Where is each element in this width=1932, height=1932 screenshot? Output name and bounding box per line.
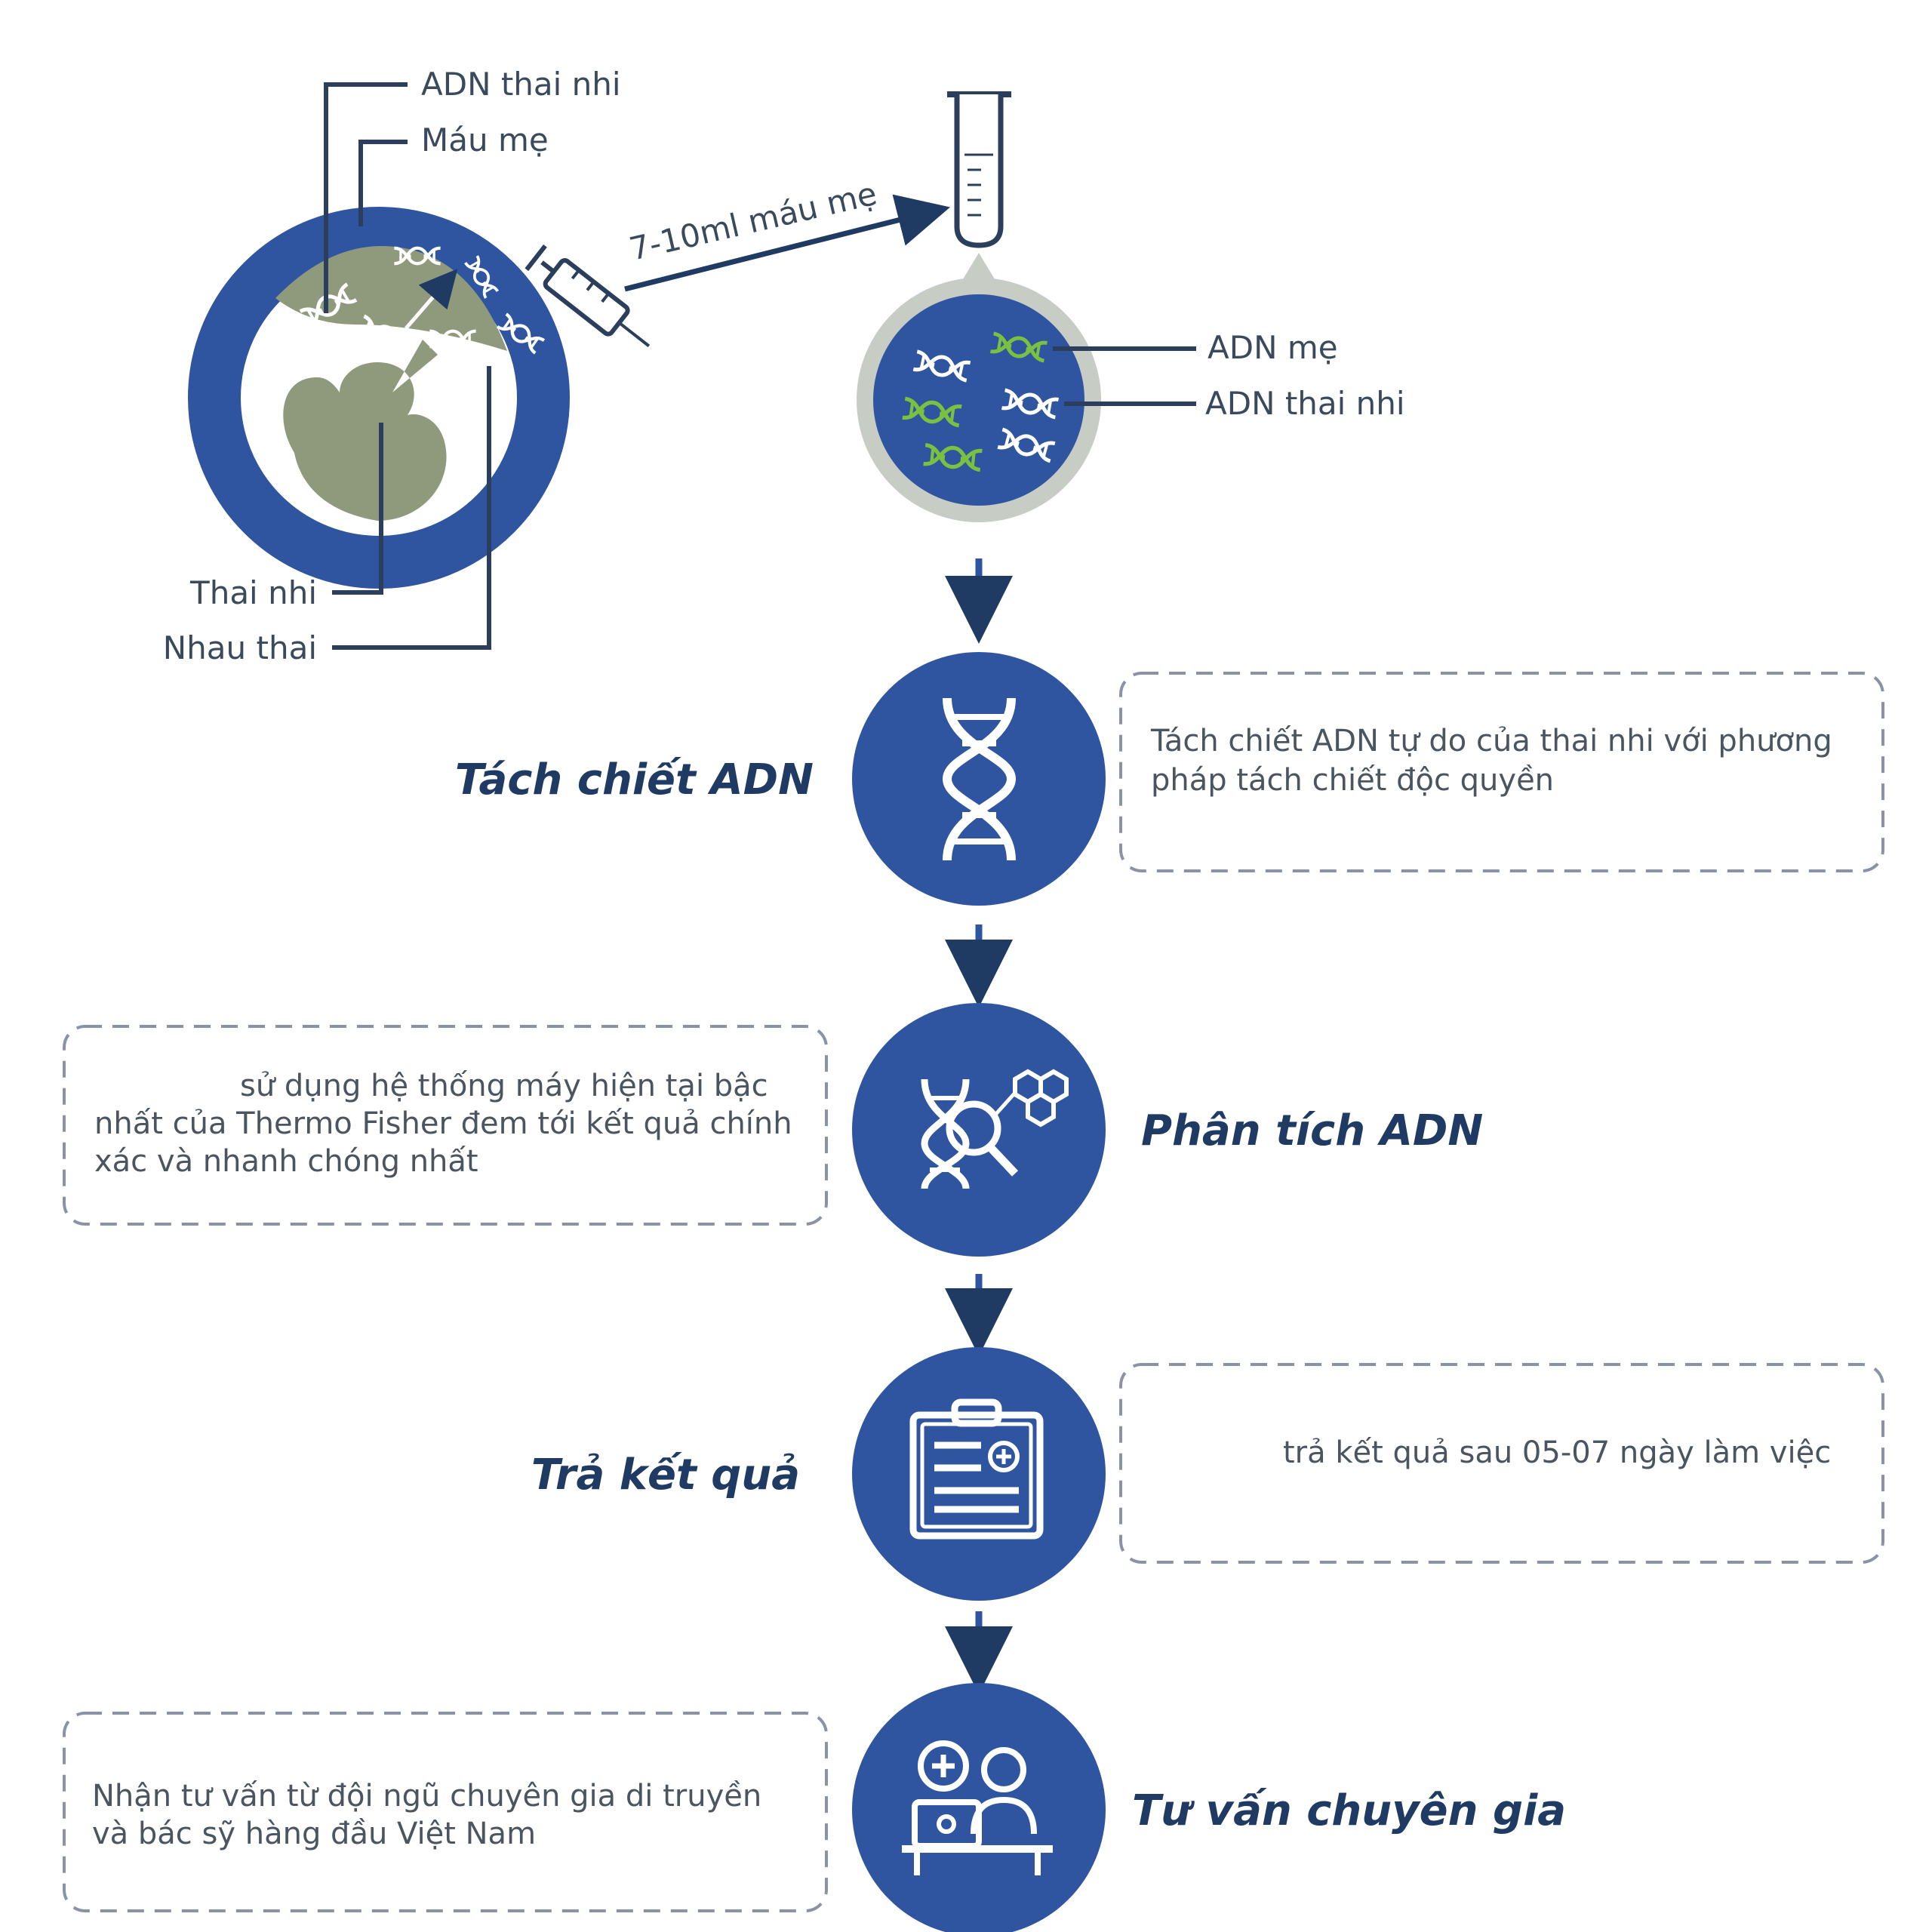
label-maternal-dna: ADN mẹ bbox=[1208, 329, 1338, 366]
step-consultation: Tư vấn chuyên gia Nhận tư vấn từ đội ngũ… bbox=[63, 1683, 1566, 1932]
step-circle bbox=[852, 1347, 1106, 1601]
step-note-line: Tách chiết ADN tự do của thai nhi với ph… bbox=[1150, 724, 1832, 758]
step-note: sử dụng hệ thống máy hiện tại bậc nhất c… bbox=[94, 1069, 801, 1179]
sample-leader-lines bbox=[1053, 346, 1196, 406]
step-note: trả kết quả sau 05-07 ngày làm việc bbox=[1283, 1435, 1831, 1470]
clipboard-report-icon bbox=[909, 1398, 1044, 1540]
step-analysis: Phân tích ADN sử dụng hệ thống máy hiện … bbox=[63, 1003, 1483, 1257]
step-note-box bbox=[63, 1712, 828, 1912]
step-note-line: Nhận tư vấn từ đội ngũ chuyên gia di tru… bbox=[92, 1779, 761, 1814]
doctor-consultation-icon bbox=[902, 1740, 1053, 1875]
label-blood-volume: 7-10ml máu mẹ bbox=[626, 175, 880, 268]
transfer-arrow bbox=[405, 269, 458, 330]
step-results: Trả kết quả trả kết quả sau 05-07 ngày l… bbox=[531, 1347, 1884, 1601]
blood-draw-arrow bbox=[624, 194, 950, 292]
label-fetus: Thai nhi bbox=[189, 574, 317, 611]
womb-leader-lines bbox=[324, 82, 491, 650]
fetus-shape bbox=[283, 340, 447, 521]
syringe-icon bbox=[525, 244, 651, 348]
step-note-line: pháp tách chiết độc quyền bbox=[1151, 763, 1554, 798]
step-note-box bbox=[63, 1025, 828, 1226]
blood-sample-magnified bbox=[857, 253, 1101, 522]
step-note-line: nhất của Thermo Fisher đem tới kết quả c… bbox=[94, 1106, 792, 1141]
step-note: Nhận tư vấn từ đội ngũ chuyên gia di tru… bbox=[92, 1779, 771, 1851]
step-note-line: xác và nhanh chóng nhất bbox=[94, 1144, 478, 1179]
label-maternal-blood: Máu mẹ bbox=[421, 122, 549, 158]
label-fetal-dna-top: ADN thai nhi bbox=[421, 66, 621, 103]
step-title: Tách chiết ADN bbox=[455, 755, 814, 804]
label-fetal-dna-right: ADN thai nhi bbox=[1205, 385, 1405, 422]
step-note-box bbox=[1119, 672, 1884, 872]
label-placenta: Nhau thai bbox=[163, 629, 317, 666]
step-note-line: trả kết quả sau 05-07 ngày làm việc bbox=[1283, 1435, 1831, 1470]
step-title: Tư vấn chuyên gia bbox=[1132, 1786, 1566, 1835]
step-note-line: sử dụng hệ thống máy hiện tại bậc bbox=[240, 1069, 768, 1103]
step-note: Tách chiết ADN tự do của thai nhi với ph… bbox=[1150, 724, 1841, 798]
step-note-line: và bác sỹ hàng đầu Việt Nam bbox=[92, 1817, 536, 1851]
step-title: Phân tích ADN bbox=[1141, 1106, 1483, 1155]
step-circle bbox=[852, 1003, 1106, 1257]
dna-helix-icon bbox=[942, 697, 1017, 861]
step-note-box bbox=[1119, 1363, 1884, 1564]
step-extraction: Tách chiết ADN Tách chiết ADN tự do của … bbox=[455, 652, 1884, 906]
test-tube-icon bbox=[947, 91, 1011, 248]
step-circle bbox=[852, 652, 1106, 906]
step-title: Trả kết quả bbox=[531, 1451, 800, 1500]
dna-analysis-icon bbox=[921, 1069, 1069, 1189]
